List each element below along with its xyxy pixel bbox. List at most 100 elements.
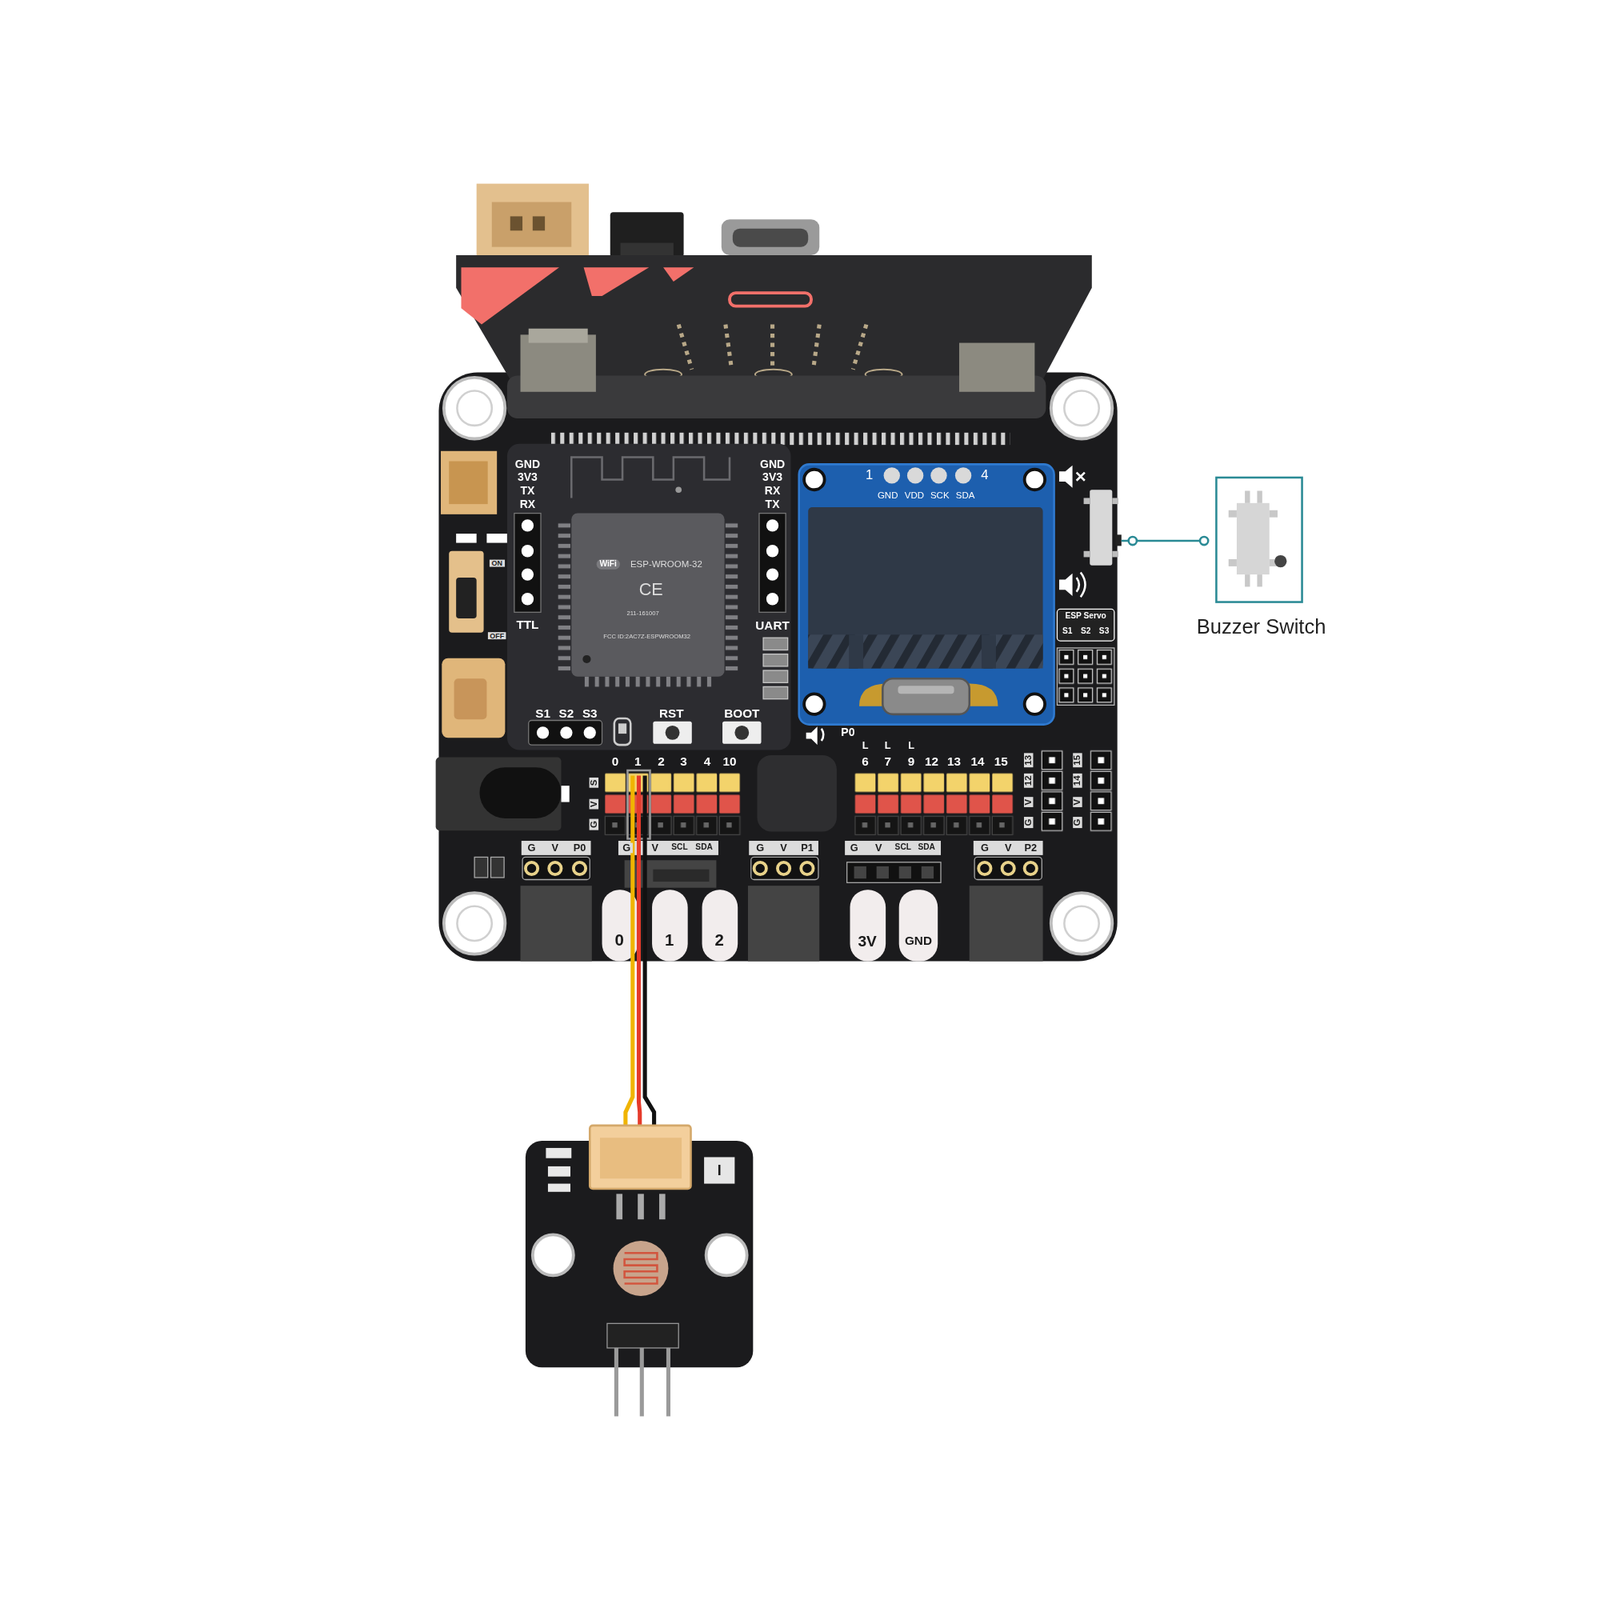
switch-zoom-knob xyxy=(1274,555,1287,568)
sensor-connector-inner xyxy=(600,1137,682,1179)
edge-pads xyxy=(602,889,939,961)
mute-icon-cross xyxy=(1076,472,1085,481)
board-label: 3V xyxy=(857,932,876,948)
oled-stripes xyxy=(808,634,1043,668)
board-label: P2 xyxy=(1022,843,1040,854)
pin-header xyxy=(604,772,741,837)
board-label: V xyxy=(649,843,661,854)
edge-pins xyxy=(551,432,1011,445)
oled-module xyxy=(799,464,1055,724)
reset-button-cap xyxy=(620,243,674,258)
servo-header xyxy=(528,720,603,746)
board-label: OFF xyxy=(488,632,507,640)
board-label: SCL xyxy=(892,844,914,852)
buzzer-switch-knob xyxy=(1115,534,1122,546)
power-wire xyxy=(638,775,640,1128)
board-label: 15 xyxy=(1072,752,1082,768)
audio-jack-tab xyxy=(561,785,570,802)
callout-title: Buzzer Switch xyxy=(1196,615,1327,638)
board-label: G xyxy=(978,843,991,854)
sensor-hole xyxy=(532,1234,574,1276)
power-socket xyxy=(441,658,505,738)
i2c-connector-inner xyxy=(652,869,709,882)
board-label: I xyxy=(717,1163,722,1178)
esp32-chip xyxy=(571,513,724,677)
board-label: 12 xyxy=(1024,773,1033,788)
microbit-button-top xyxy=(528,328,588,344)
board-label: 6 xyxy=(861,755,869,768)
speaker-icon-wave xyxy=(821,728,824,741)
switch-zoom xyxy=(1236,503,1270,575)
board-label: G xyxy=(1072,816,1082,828)
board-label: V xyxy=(1072,796,1082,808)
board-label: G xyxy=(1024,816,1033,828)
header-pins xyxy=(521,519,534,605)
board-label: G xyxy=(754,843,767,854)
board-label: VDD xyxy=(904,491,924,500)
port-header xyxy=(751,856,819,880)
smd-part xyxy=(491,856,505,878)
slide-switch-knob xyxy=(618,723,627,734)
reset-button xyxy=(610,212,684,257)
board-label: FCC ID:2AC7Z-ESPWROOM32 xyxy=(603,633,691,640)
ttl-header xyxy=(514,513,541,613)
oled-screen xyxy=(808,507,1043,669)
speaker-icon xyxy=(806,726,818,745)
i2c-pins xyxy=(854,866,934,879)
chip-pins xyxy=(725,520,738,674)
board-label: ESP Servo xyxy=(1064,612,1106,620)
port-header xyxy=(522,856,590,880)
port-header xyxy=(974,856,1042,880)
board-label: L xyxy=(862,740,869,752)
sensor-connector xyxy=(589,1125,691,1189)
pin-header xyxy=(1040,749,1064,832)
sensor-hole xyxy=(706,1234,748,1276)
power-switch-slider xyxy=(456,577,477,619)
sensor-header-pins xyxy=(616,1348,668,1416)
smd-part xyxy=(486,533,508,543)
servo-label-box xyxy=(1056,608,1114,641)
board-label: SDA xyxy=(916,844,938,852)
photoresistor-track xyxy=(624,1252,658,1284)
microbit-stripe xyxy=(663,267,694,282)
rst-button-cap xyxy=(665,725,680,740)
servo-pins xyxy=(1056,648,1114,705)
uart-parts xyxy=(763,637,788,700)
board-label: RX xyxy=(764,485,780,497)
esp32-area xyxy=(507,444,792,751)
board-label: 0 xyxy=(612,755,620,768)
sound-icon-waves xyxy=(1076,572,1086,598)
board-label: L xyxy=(908,740,915,752)
battery-connector-pin xyxy=(532,216,545,231)
chip-dot xyxy=(582,655,591,664)
board-label: 10 xyxy=(722,755,736,768)
signal-wire xyxy=(625,775,633,1128)
microbit-stripe xyxy=(461,267,560,324)
board-label: GND xyxy=(877,491,899,500)
board-label: SDA xyxy=(956,491,976,500)
board-label: SCL xyxy=(669,844,691,852)
board-label: ON xyxy=(489,560,504,568)
jst-connector xyxy=(440,451,497,515)
slide-switch xyxy=(614,718,631,745)
board-label: P1 xyxy=(799,843,816,854)
leader-dot xyxy=(1128,536,1137,545)
microbit-stripe xyxy=(584,267,650,296)
pcb-antenna xyxy=(571,456,730,498)
board-label: 2 xyxy=(657,755,665,768)
grove-sockets xyxy=(520,885,1044,961)
board-label: V xyxy=(1024,796,1033,808)
jst-connector-inner xyxy=(448,461,488,505)
power-socket-inner xyxy=(454,678,488,720)
board-label: 9 xyxy=(908,755,916,768)
battery-connector-socket xyxy=(492,202,572,248)
board-label: 7 xyxy=(884,755,892,768)
header-pins xyxy=(766,519,779,605)
sound-icon xyxy=(1059,573,1073,596)
board-label: SDA xyxy=(693,844,716,852)
usb-port xyxy=(721,219,820,256)
sensor-header xyxy=(607,1323,679,1348)
board-label: V xyxy=(872,843,884,854)
